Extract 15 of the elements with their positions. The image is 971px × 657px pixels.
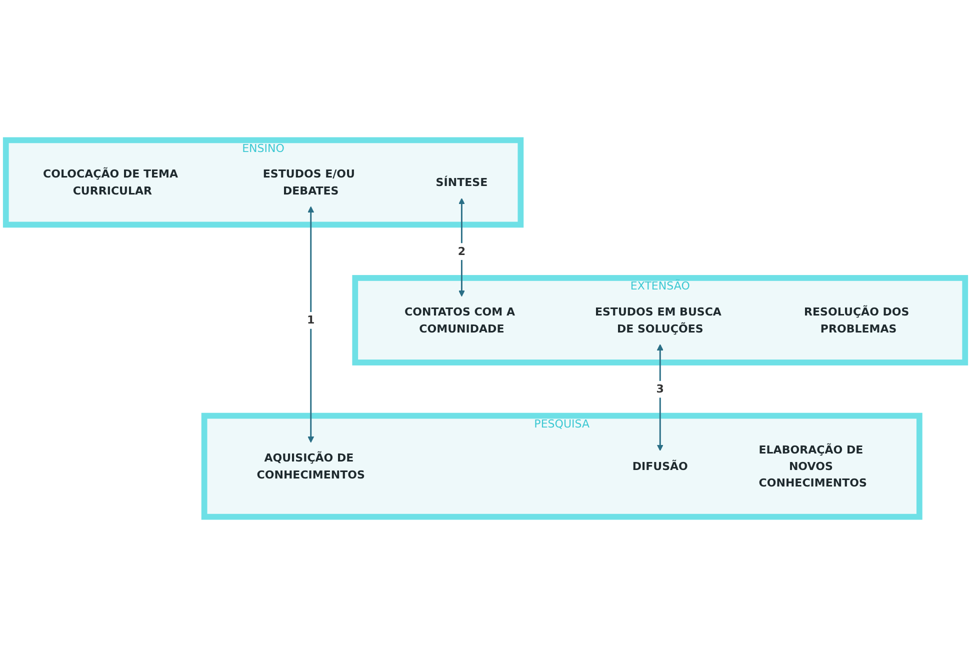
edge-label: 2 [458,244,466,258]
node-text: COLOCAÇÃO DE TEMA CURRICULAR [43,167,178,198]
node-text: ELABORAÇÃO DE NOVOS CONHECIMENTOS [758,442,867,490]
node-text: CONTATOS COM A COMUNIDADE [404,305,516,335]
node-text: DIFUSÃO [632,460,688,473]
node-text: ESTUDOS EM BUSCA DE SOLUÇÕES [594,305,722,335]
edge-label: 3 [656,382,664,396]
node-text: SÍNTESE [436,176,488,189]
arrow [656,344,664,451]
node-text: AQUISIÇÃO DE CONHECIMENTOS [256,451,365,481]
arrow [458,198,465,297]
arrow [308,206,314,443]
edge-label: 1 [307,313,315,327]
node-text: RESOLUÇÃO DOS PROBLEMAS [804,305,910,335]
node-text: ESTUDOS E/OU DEBATES [262,167,356,198]
